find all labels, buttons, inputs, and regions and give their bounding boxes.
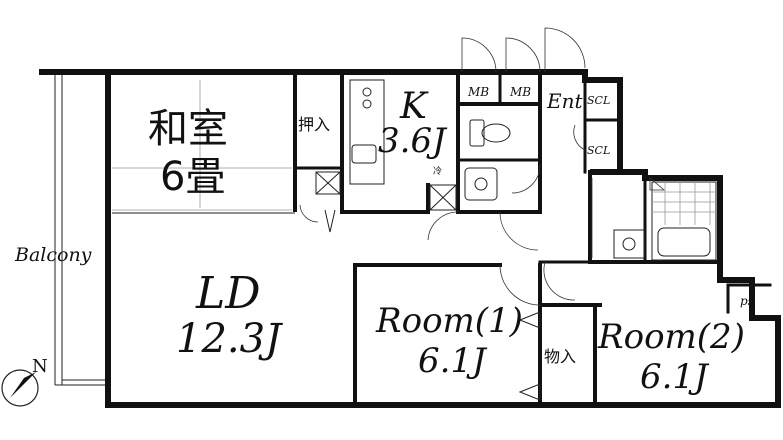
washbasin bbox=[613, 229, 645, 259]
ps-label: ps bbox=[740, 294, 754, 308]
scl1-label: SCL bbox=[587, 94, 610, 107]
ld-size: 12.3J bbox=[176, 316, 283, 362]
balcony-label: Balcony bbox=[14, 244, 92, 266]
room2-label: Room(2) bbox=[597, 317, 745, 357]
compass: N bbox=[1, 356, 48, 407]
sink bbox=[464, 167, 498, 201]
compass-arrow-icon bbox=[10, 372, 36, 398]
bathtub bbox=[651, 181, 717, 261]
kitchen-label: K bbox=[399, 86, 429, 127]
interior-walls bbox=[293, 73, 772, 407]
room1-label: Room(1) bbox=[375, 301, 523, 341]
balcony-outline bbox=[54, 74, 108, 386]
compass-north-label: N bbox=[32, 356, 48, 377]
toilet bbox=[469, 119, 511, 147]
mb2-label: MB bbox=[509, 85, 531, 99]
washitsu-label: 和室 bbox=[148, 106, 228, 152]
door-swings bbox=[299, 27, 666, 306]
compass-ring bbox=[1, 369, 39, 407]
ld-label: LD bbox=[195, 268, 261, 319]
tatami-lines bbox=[112, 80, 295, 214]
outer-walls bbox=[39, 69, 781, 408]
kitchen-fixtures bbox=[315, 79, 457, 211]
room1-size: 6.1J bbox=[418, 341, 488, 381]
ent-label: Ent bbox=[546, 89, 583, 113]
oshiire-label: 押入 bbox=[298, 115, 330, 134]
fridge-label: 冷 bbox=[433, 165, 442, 177]
kitchen-size: 3.6J bbox=[378, 121, 448, 161]
washitsu-size: 6畳 bbox=[160, 154, 225, 200]
monoire-label: 物入 bbox=[544, 347, 576, 366]
scl2-label: SCL bbox=[587, 144, 610, 157]
room2-size: 6.1J bbox=[640, 357, 710, 397]
mb1-label: MB bbox=[467, 85, 489, 99]
sliding-markers bbox=[324, 209, 541, 401]
